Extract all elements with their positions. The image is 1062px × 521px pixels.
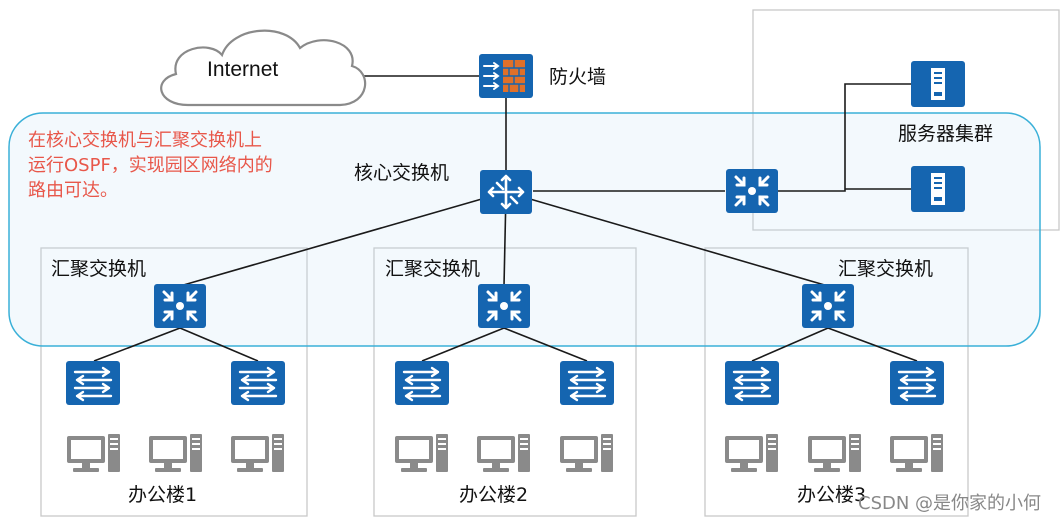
core-switch-label: 核心交换机 xyxy=(354,162,450,184)
aggregation-switch-1-label: 汇聚交换机 xyxy=(51,258,147,280)
access-switch-icon xyxy=(888,359,946,407)
server-icon xyxy=(911,166,965,212)
access-switch-icon xyxy=(229,359,287,407)
building-3-area xyxy=(704,247,969,517)
pc-icon xyxy=(560,434,613,472)
firewall-label: 防火墙 xyxy=(549,66,607,88)
building-3-label: 办公楼3 xyxy=(797,484,867,506)
server-cluster-label: 服务器集群 xyxy=(898,123,994,145)
server-cluster-area xyxy=(752,9,1060,231)
internet-label: Internet xyxy=(207,58,279,81)
pc-icon xyxy=(725,434,778,472)
ospf-annotation-line: 路由可达。 xyxy=(28,180,118,201)
pc-icon xyxy=(890,434,943,472)
server-icon xyxy=(911,61,965,107)
ospf-region xyxy=(8,112,1041,347)
pc-icon xyxy=(231,434,284,472)
firewall-icon xyxy=(479,54,533,98)
pc-icon xyxy=(149,434,202,472)
ospf-annotation: 在核心交换机与汇聚交换机上 运行OSPF，实现园区网络内的 路由可达。 xyxy=(28,128,318,203)
access-switch-icon xyxy=(64,359,122,407)
core-router-icon xyxy=(478,168,534,216)
pc-icon xyxy=(477,434,530,472)
access-switch-icon xyxy=(393,359,451,407)
access-switch-icon xyxy=(558,359,616,407)
aggregation-switch-2-icon xyxy=(476,282,532,330)
aggregation-switch-3-icon xyxy=(800,282,856,330)
pc-icon xyxy=(67,434,120,472)
watermark: CSDN @是你家的小何 xyxy=(858,493,1042,514)
aggregation-switch-1-icon xyxy=(152,282,208,330)
aggregation-switch-2-label: 汇聚交换机 xyxy=(385,258,481,280)
building-1-label: 办公楼1 xyxy=(128,484,198,506)
pc-icon xyxy=(808,434,861,472)
aggregation-switch-3-label: 汇聚交换机 xyxy=(838,258,934,280)
access-switch-icon xyxy=(723,359,781,407)
ospf-annotation-line: 运行OSPF，实现园区网络内的 xyxy=(28,155,273,176)
building-1-area xyxy=(40,247,308,517)
building-2-label: 办公楼2 xyxy=(459,484,529,506)
ospf-annotation-line: 在核心交换机与汇聚交换机上 xyxy=(28,130,262,151)
server-switch-icon xyxy=(724,167,780,215)
pc-icon xyxy=(395,434,448,472)
links xyxy=(93,75,918,362)
cloud-icon xyxy=(160,29,367,107)
